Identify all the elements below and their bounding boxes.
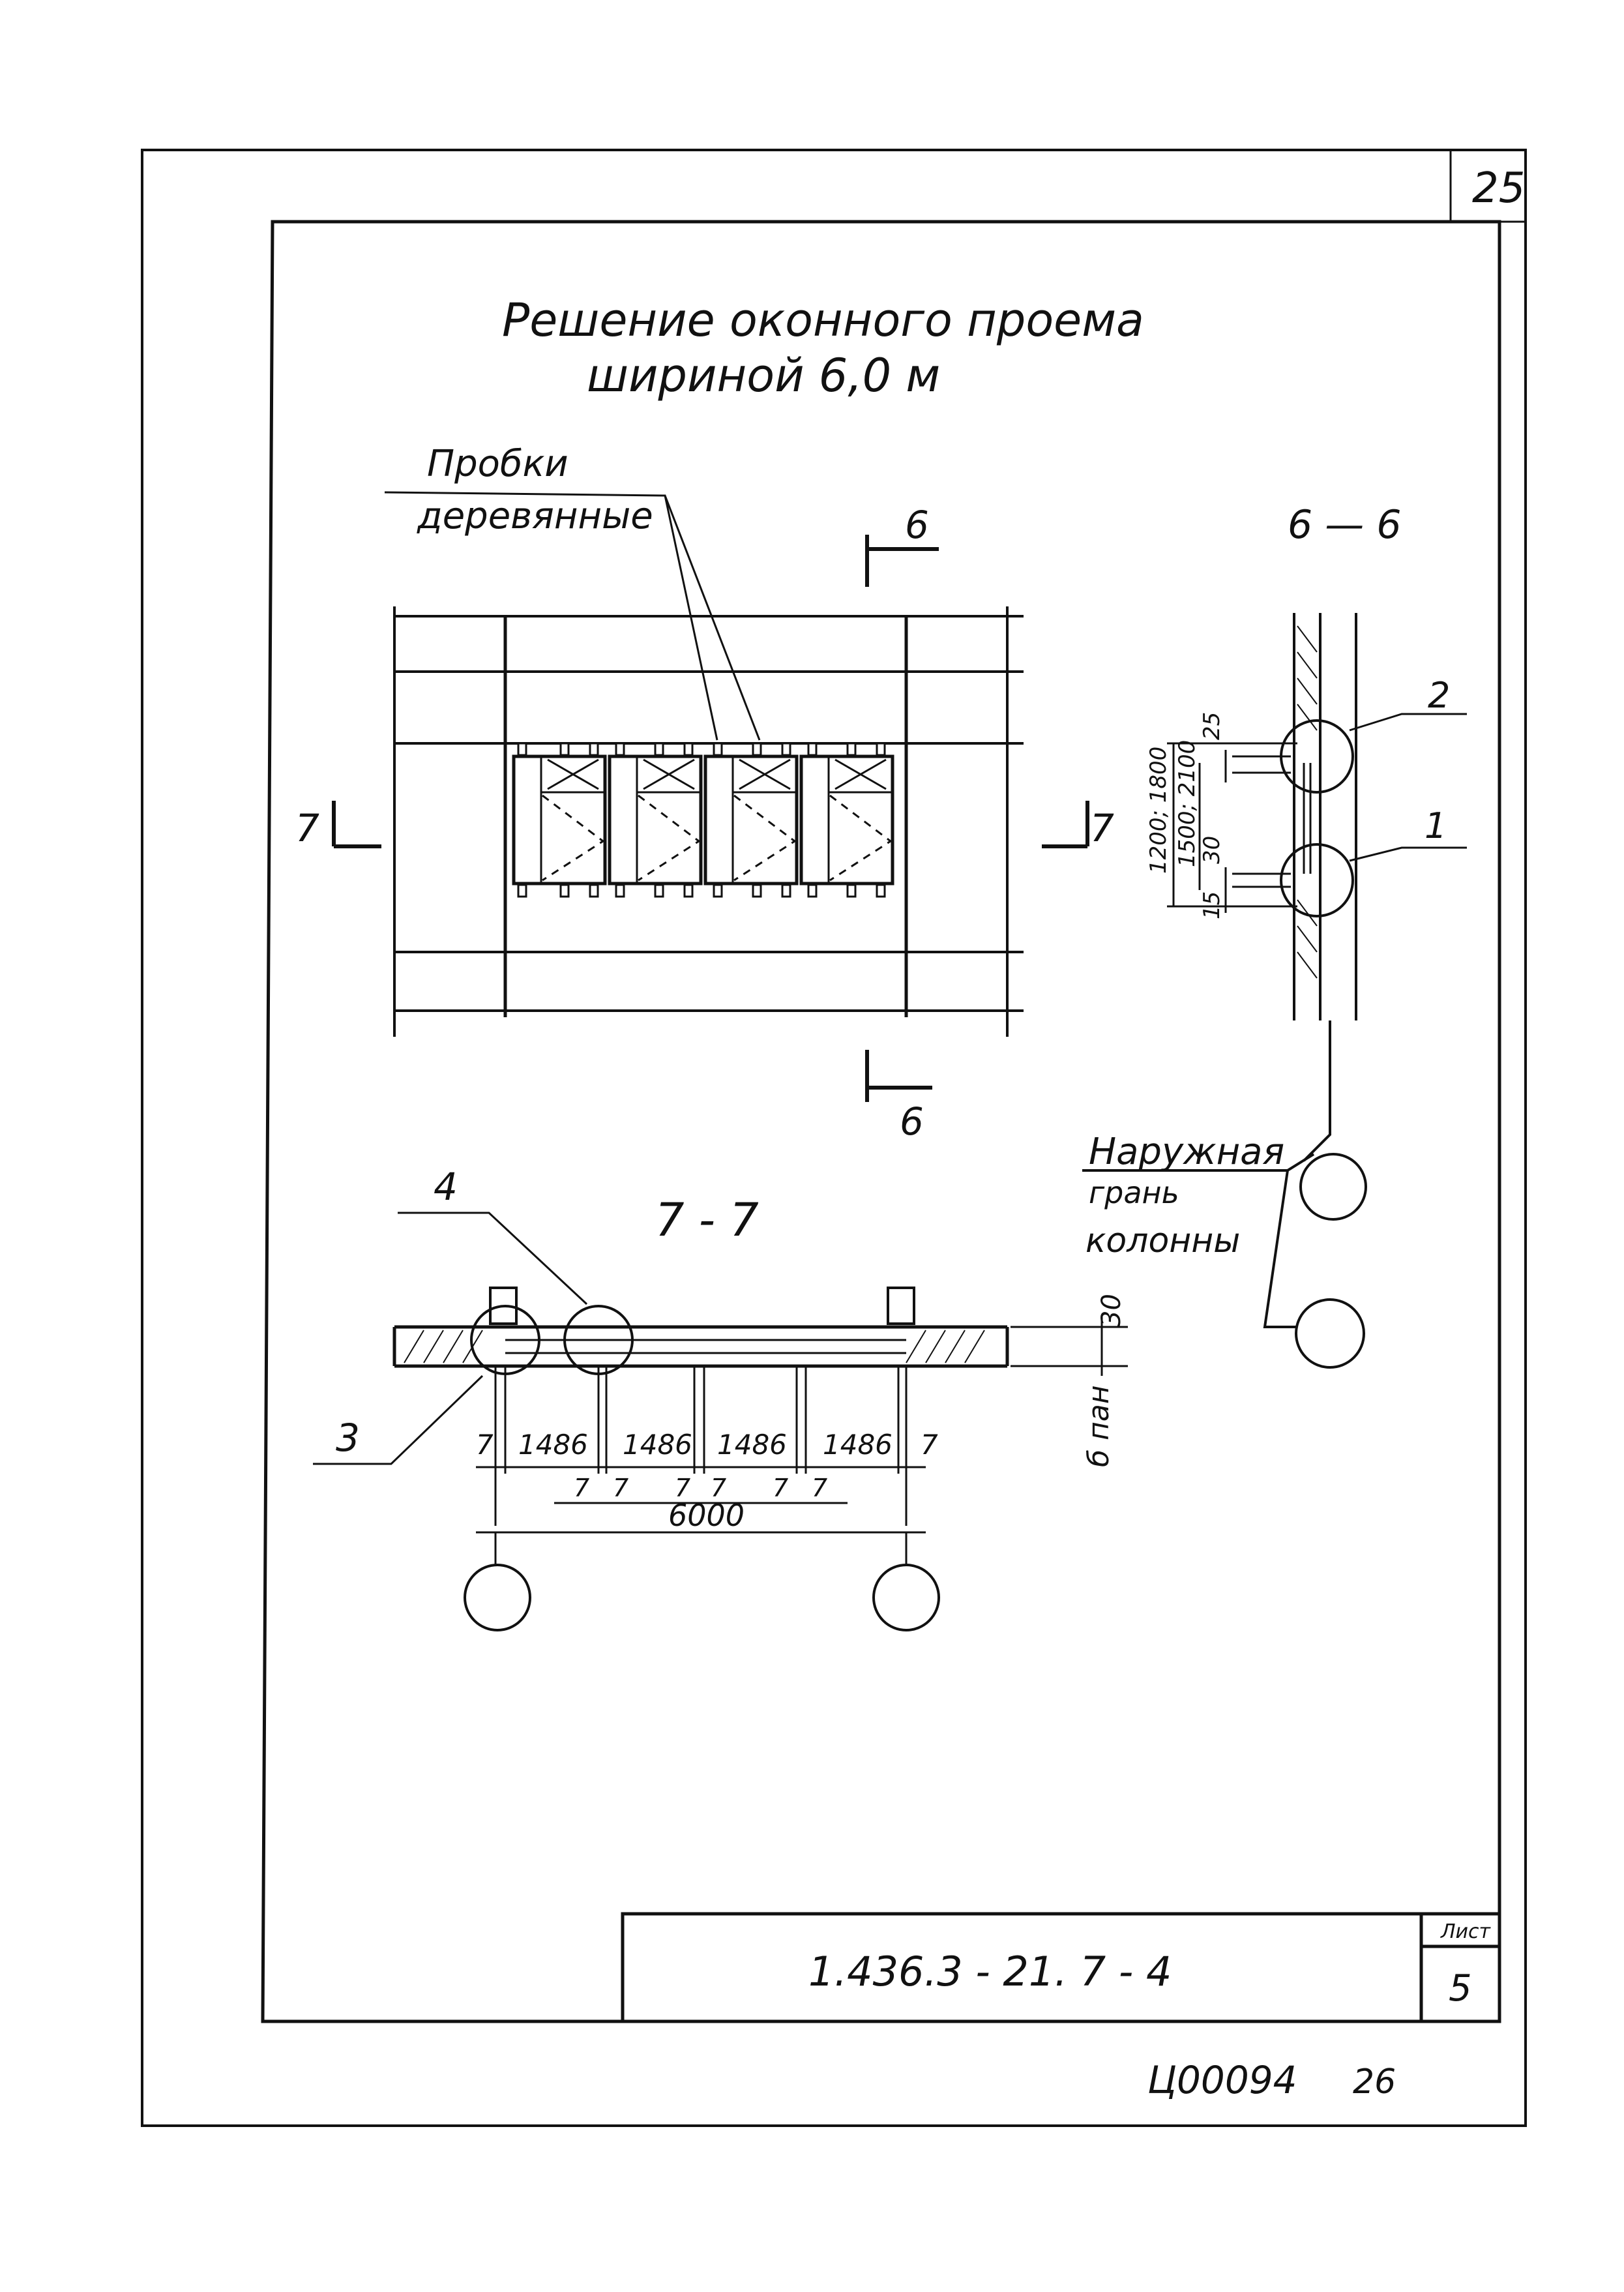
window-opening-lines bbox=[542, 794, 893, 882]
callout-3-label: 3 bbox=[336, 1416, 360, 1460]
dim-30-label: 30 bbox=[1199, 836, 1225, 864]
column-top-right bbox=[887, 1287, 915, 1325]
dim-1486-c-label: 1486 bbox=[717, 1429, 787, 1461]
dim-1486-a-label: 1486 bbox=[518, 1429, 588, 1461]
title-block-frame bbox=[621, 1912, 1501, 2023]
plan-column-lines bbox=[503, 616, 908, 1017]
axis-circle-right bbox=[872, 1564, 940, 1631]
section-6-6-wall bbox=[1293, 613, 1357, 1020]
axis-leaders bbox=[494, 1532, 908, 1565]
dim-gap-label: 7 bbox=[812, 1474, 827, 1502]
column-note-line2: грань bbox=[1089, 1175, 1179, 1210]
callout-4-label: 4 bbox=[434, 1165, 458, 1209]
section-7-7-right-dims bbox=[1011, 1317, 1128, 1376]
dim-1486-d-label: 1486 bbox=[823, 1429, 893, 1461]
section-7-7-hatching bbox=[404, 1330, 985, 1363]
dim-7-right-label: 7 bbox=[921, 1429, 938, 1461]
window-panel bbox=[799, 754, 894, 886]
dim-total-label: 6000 bbox=[668, 1498, 745, 1533]
plan-outer-verticals bbox=[393, 606, 1009, 1037]
window-panels bbox=[512, 742, 894, 898]
inner-frame bbox=[261, 220, 1501, 2023]
plugs-leader bbox=[384, 491, 761, 741]
dim-heights-a-label: 1200; 1800 bbox=[1145, 747, 1172, 874]
section-mark-top-label: 6 bbox=[905, 503, 929, 547]
window-cross-marks bbox=[547, 758, 887, 790]
section-6-6-callout-leaders bbox=[1349, 713, 1467, 862]
column-note-line3: колонны bbox=[1085, 1221, 1240, 1260]
section-7-7-callout-leaders bbox=[313, 1212, 588, 1465]
title-block-sheet-label: Лист bbox=[1440, 1920, 1492, 1943]
section-mark-right-label: 7 bbox=[1090, 806, 1114, 850]
plan-view: Пробки деревянные 6 6 7 7 bbox=[295, 443, 1114, 1144]
dim-1486-b-label: 1486 bbox=[623, 1429, 692, 1461]
section-7-7-title: 7 - 7 bbox=[655, 1193, 759, 1247]
detail-circle-2 bbox=[1280, 719, 1354, 794]
detail-circle-1 bbox=[1280, 843, 1354, 917]
section-mark-left-label: 7 bbox=[295, 806, 319, 850]
column-note-line1: Наружная bbox=[1089, 1131, 1284, 1173]
plan-horizontal-lines bbox=[394, 615, 1024, 1012]
corner-page-number: 25 bbox=[1472, 164, 1525, 213]
column-top-left bbox=[489, 1287, 518, 1325]
plugs-label-line1: Пробки bbox=[427, 443, 568, 485]
dim-7-left-label: 7 bbox=[476, 1429, 494, 1461]
window-panel bbox=[703, 754, 799, 886]
section-mark-right bbox=[1042, 801, 1089, 848]
footer-number: 26 bbox=[1353, 2062, 1396, 2102]
window-panel bbox=[512, 754, 607, 886]
section-6-6: 6 — 6 2 1 25 30 15 1200; 1800 1500; 2100 bbox=[1145, 502, 1467, 1162]
section-mark-bottom bbox=[865, 1050, 932, 1102]
section-mark-left bbox=[332, 801, 381, 848]
column-axis-circle-upper bbox=[1299, 1153, 1367, 1221]
dim-heights-b-label: 1500; 2100 bbox=[1174, 740, 1200, 867]
dim-25-label: 25 bbox=[1199, 712, 1225, 740]
column-axis-circle-lower bbox=[1295, 1298, 1365, 1369]
window-sashes bbox=[540, 756, 893, 884]
dim-plan-label: б пан bbox=[1082, 1385, 1115, 1467]
section-7-7-wall bbox=[392, 1325, 1009, 1368]
sheet-title-line-2: шириной 6,0 м bbox=[587, 349, 940, 402]
callout-1-label: 1 bbox=[1425, 805, 1447, 846]
column-note: Наружная грань колонны bbox=[1082, 1131, 1367, 1369]
title-block-sheet-number: 5 bbox=[1449, 1967, 1472, 2010]
plugs-label-line2: деревянные bbox=[417, 495, 653, 537]
dim-gap-label: 7 bbox=[675, 1474, 690, 1502]
section-7-7: 7 - 7 4 3 30 б пан 7 1486 1486 1486 1486… bbox=[313, 1165, 1128, 1631]
dim-gap-label: 7 bbox=[574, 1474, 589, 1502]
section-mark-bottom-label: 6 bbox=[900, 1099, 924, 1144]
sheet-title-line-1: Решение оконного проема bbox=[502, 293, 1144, 347]
dim-30-right-label: 30 bbox=[1097, 1294, 1127, 1327]
footer-stamp: Ц00094 bbox=[1147, 2058, 1297, 2102]
section-6-6-column-leader bbox=[1303, 1020, 1331, 1162]
section-mark-top bbox=[865, 535, 939, 587]
outer-frame bbox=[141, 149, 1527, 2127]
dim-15-label: 15 bbox=[1199, 891, 1225, 919]
section-6-6-hatching bbox=[1297, 625, 1318, 979]
window-panel bbox=[608, 754, 703, 886]
section-7-7-frame bbox=[505, 1339, 906, 1354]
dim-gap-label: 7 bbox=[613, 1474, 628, 1502]
section-6-6-title: 6 — 6 bbox=[1288, 502, 1402, 548]
section-7-7-dim-lines bbox=[476, 1466, 926, 1534]
title-block: 1.436.3 - 21. 7 - 4 Лист 5 bbox=[621, 1912, 1501, 2023]
axis-circle-left bbox=[464, 1564, 531, 1631]
title-block-code: 1.436.3 - 21. 7 - 4 bbox=[808, 1948, 1172, 1995]
dim-gap-label: 7 bbox=[773, 1474, 788, 1502]
section-6-6-dim-lines bbox=[1167, 742, 1297, 913]
dim-gap-label: 7 bbox=[711, 1474, 726, 1502]
section-6-6-frame bbox=[1303, 763, 1312, 874]
section-7-7-extension-lines bbox=[494, 1366, 908, 1526]
column-note-leader bbox=[1082, 1153, 1315, 1328]
wooden-plugs bbox=[517, 742, 886, 898]
callout-2-label: 2 bbox=[1428, 675, 1450, 716]
page-number-box bbox=[1449, 150, 1526, 223]
